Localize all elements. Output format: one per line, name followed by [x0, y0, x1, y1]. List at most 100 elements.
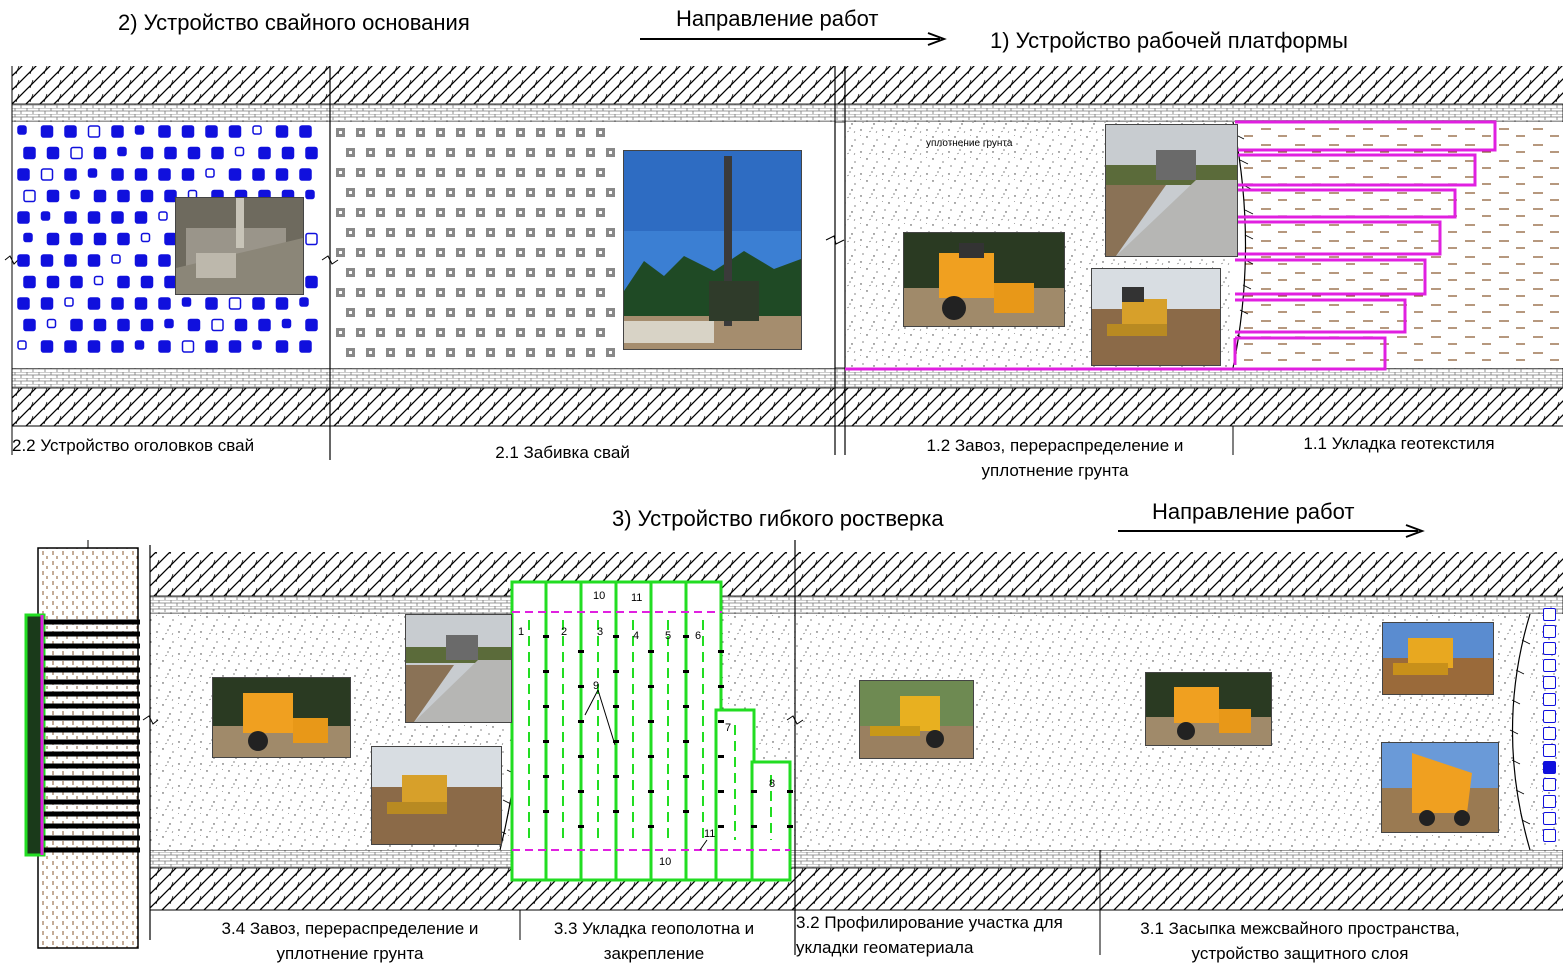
anchor-pin	[543, 775, 549, 778]
pile-cap-square	[40, 297, 54, 310]
anchor-pin	[613, 810, 619, 813]
stage3-title: 3) Устройство гибкого ростверка	[612, 506, 944, 531]
pile-cap-square	[40, 211, 51, 221]
anchor-pin	[683, 705, 689, 708]
label-10-bottom: 10	[659, 856, 672, 868]
pile-cap-column	[1541, 608, 1561, 848]
anchor-pin	[683, 740, 689, 743]
pile-cap-square	[305, 275, 318, 289]
pile-cap-square	[117, 232, 130, 246]
pile-cap-square	[117, 275, 130, 289]
caption-3-1: 3.1 Засыпка межсвайного пространства, ус…	[1140, 919, 1460, 963]
pile-cap-square	[64, 297, 74, 307]
top-road-layer-upper	[11, 103, 1563, 123]
anchor-pin	[543, 635, 549, 638]
pile-cap-square	[117, 318, 130, 332]
anchor-pin	[718, 685, 724, 688]
photo-roller-bottom-left	[212, 677, 351, 758]
pile-cap-square	[111, 211, 124, 224]
stage1-title: 1) Устройство рабочей платформы	[990, 28, 1348, 53]
top-soil-lower	[12, 388, 1563, 426]
anchor-pin	[683, 635, 689, 638]
pile-cap-square	[134, 125, 145, 135]
pile-cap-square	[305, 318, 318, 332]
pile-cap-square	[93, 275, 104, 286]
pile-cap-square	[117, 189, 130, 203]
pile-cap-square	[93, 189, 107, 203]
pile-cap-square	[64, 211, 77, 224]
caption-1-1: 1.1 Укладка геотекстиля	[1303, 434, 1495, 453]
anchor-pin	[648, 755, 654, 758]
anchor-pin	[613, 705, 619, 708]
pile-cap-square	[17, 254, 30, 267]
anchor-pin	[578, 720, 584, 723]
label-11-top: 11	[631, 592, 643, 604]
photo-pile-driving-rig	[623, 150, 802, 350]
anchor-pin	[578, 825, 584, 828]
pile-cap-square	[23, 275, 36, 289]
pile-cap-square	[305, 232, 318, 246]
direction-arrow-icon	[640, 32, 947, 46]
pile-cap-square	[299, 125, 312, 138]
anchor-pin	[648, 685, 654, 688]
pile-cap-square	[1543, 727, 1556, 740]
pile-cap-square	[234, 146, 245, 157]
photo-bulldozer-bottom-left	[371, 746, 502, 845]
caption-1-2: 1.2 Завоз, перераспределение и уплотнени…	[926, 436, 1184, 480]
pile-cap-square	[70, 275, 83, 289]
pile-cap-square	[299, 297, 309, 307]
anchor-pin	[683, 670, 689, 673]
pile-cap-square	[17, 340, 27, 350]
anchor-pin	[543, 705, 549, 708]
cross-section-geogrid	[24, 613, 46, 857]
stage2-title: 2) Устройство свайного основания	[118, 10, 470, 35]
pile-cap-square	[23, 318, 36, 332]
label-2: 2	[561, 626, 568, 638]
pile-cap-square	[17, 297, 30, 310]
pile-cap-square	[1543, 608, 1556, 621]
label-8: 8	[769, 778, 776, 790]
pile-cap-square	[40, 254, 54, 267]
pile-cap-square	[258, 146, 271, 160]
photo-roller-top	[903, 232, 1065, 327]
pile-cap-square	[87, 168, 98, 178]
pile-cap-square	[64, 340, 77, 353]
pile-cap-square	[70, 232, 83, 246]
photo-dump-truck-right	[1381, 742, 1499, 833]
pile-cap-square	[140, 232, 151, 243]
pile-cap-square	[158, 340, 171, 353]
pile-cap-square	[181, 340, 195, 353]
label-1: 1	[518, 626, 525, 638]
pile-cap-square	[111, 297, 124, 310]
pile-cap-square	[93, 318, 107, 332]
break-line-icon	[825, 235, 845, 245]
pile-cap-square	[275, 340, 289, 353]
pile-cap-square	[40, 168, 54, 181]
caption-3-4: 3.4 Завоз, перераспределение и уплотнени…	[221, 919, 479, 963]
pile-cap-square	[87, 297, 101, 310]
pile-cap-square	[205, 125, 218, 138]
pile-cap-square	[17, 211, 30, 224]
top-road-layer-lower	[11, 367, 1563, 389]
photo-grader	[859, 680, 974, 759]
pile-cap-square	[111, 254, 121, 264]
pile-cap-square	[164, 146, 177, 160]
pile-cap-square	[93, 146, 107, 160]
pile-cap-square	[1543, 710, 1556, 723]
pile-cap-square	[70, 189, 80, 200]
pile-cap-square	[111, 125, 124, 138]
anchor-pin	[543, 670, 549, 673]
pile-cap-square	[134, 254, 148, 267]
anchor-pin	[648, 790, 654, 793]
pile-cap-square	[17, 125, 27, 135]
anchor-pin	[578, 790, 584, 793]
anchor-pin	[578, 755, 584, 758]
pile-cap-square	[299, 168, 312, 181]
label-4: 4	[633, 630, 640, 642]
direction-label-top: Направление работ	[676, 6, 879, 31]
direction-label-bottom: Направление работ	[1152, 499, 1355, 524]
pile-cap-square	[46, 318, 57, 329]
pile-cap-square	[1543, 829, 1556, 842]
pile-cap-square	[299, 340, 312, 353]
caption-3-3: 3.3 Укладка геополотна и закрепление	[553, 919, 755, 963]
